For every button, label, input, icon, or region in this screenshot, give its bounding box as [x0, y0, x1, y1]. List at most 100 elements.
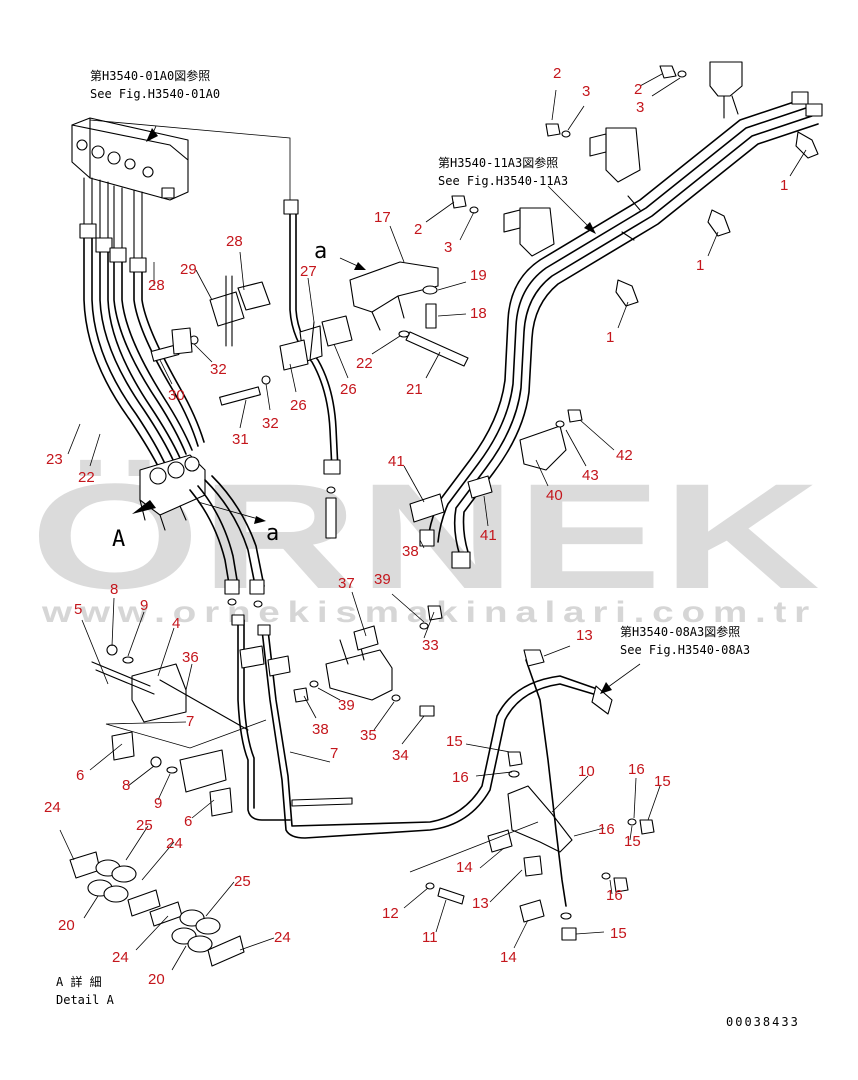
callout-numbers: 2 3 2 3 1 1 1 17 2 3 19 18 22 21 27 28 2…: [44, 65, 788, 988]
leader-lines: [59, 73, 807, 971]
callout: 15: [446, 733, 463, 750]
detail-a-clips: [69, 851, 245, 967]
callout: 15: [624, 833, 641, 850]
reference-2-jp: 第H3540-11A3図参照: [438, 155, 558, 170]
callout: 20: [148, 971, 165, 988]
callout: 32: [262, 415, 279, 432]
callout: 2: [553, 65, 561, 82]
watermark: ÖRNEK www.ornekismakinalari.com.tr: [30, 452, 820, 629]
callout: 8: [122, 777, 130, 794]
detail-label-en: Detail A: [56, 993, 115, 1007]
reference-1-jp: 第H3540-01A0図参照: [90, 68, 210, 83]
reference-2-en: See Fig.H3540-11A3: [438, 174, 568, 188]
callout: 3: [444, 239, 452, 256]
reference-3-en: See Fig.H3540-08A3: [620, 643, 750, 657]
callout: 24: [44, 799, 61, 816]
callout: 23: [46, 451, 63, 468]
reference-3-jp: 第H3540-08A3図参照: [620, 624, 740, 639]
view-label-arrow-a: A: [112, 527, 125, 552]
callout: 38: [402, 543, 419, 560]
detail-label-jp: A 詳 細: [56, 974, 102, 989]
callout: 34: [392, 747, 409, 764]
callout: 22: [78, 469, 95, 486]
callout: 2: [414, 221, 422, 238]
callout: 28: [148, 277, 165, 294]
callout: 26: [290, 397, 307, 414]
callout: 43: [582, 467, 599, 484]
callout: 25: [136, 817, 153, 834]
callout: 22: [356, 355, 373, 372]
callout: 26: [340, 381, 357, 398]
callout: 3: [582, 83, 590, 100]
reference-1-en: See Fig.H3540-01A0: [90, 87, 220, 101]
callout: 41: [388, 453, 405, 470]
callout: 13: [472, 895, 489, 912]
callout: 1: [606, 329, 614, 346]
callout: 21: [406, 381, 423, 398]
valve-block-top-left: [71, 117, 189, 201]
callout: 38: [312, 721, 329, 738]
callout: 14: [500, 949, 517, 966]
callout: 30: [168, 387, 185, 404]
drawing-number: 00038433: [726, 1015, 800, 1029]
callout: 32: [210, 361, 227, 378]
callout: 3: [636, 99, 644, 116]
callout: 4: [172, 615, 180, 632]
callout: 12: [382, 905, 399, 922]
callout: 16: [628, 761, 645, 778]
bracket-36-37: [239, 605, 443, 717]
hose-lower-left: [189, 475, 265, 608]
callout: 15: [610, 925, 627, 942]
callout: 15: [654, 773, 671, 790]
callout: 9: [140, 597, 148, 614]
callout: 6: [184, 813, 192, 830]
callout: 35: [360, 727, 377, 744]
callout: 24: [112, 949, 129, 966]
bracket-17: [349, 261, 469, 367]
callout: 7: [330, 745, 338, 762]
callout: 13: [576, 627, 593, 644]
callout: 33: [422, 637, 439, 654]
callout: 14: [456, 859, 473, 876]
callout: 39: [374, 571, 391, 588]
bracket-40: [409, 409, 583, 523]
callout: 29: [180, 261, 197, 278]
callout: 37: [338, 575, 355, 592]
callout: 42: [616, 447, 633, 464]
callout: 5: [74, 601, 82, 618]
brackets-lower-left: [91, 644, 249, 817]
steel-pipes-lower: [231, 614, 613, 839]
brackets-top-right: [451, 61, 743, 257]
callout: 16: [452, 769, 469, 786]
callout: 9: [154, 795, 162, 812]
bracket-10-right: [425, 649, 655, 941]
callout: 24: [274, 929, 291, 946]
callout: 25: [234, 873, 251, 890]
callout: 6: [76, 767, 84, 784]
view-labels: a a A A 詳 細 Detail A 00038433: [56, 239, 800, 1029]
callout: 20: [58, 917, 75, 934]
arrow-a-icon: [132, 500, 156, 514]
view-arrows: [132, 125, 641, 694]
clamp-cluster: [150, 275, 353, 406]
callout: 1: [696, 257, 704, 274]
reference-labels: 第H3540-01A0図参照 See Fig.H3540-01A0 第H3540…: [90, 68, 750, 657]
view-label-a-top: a: [314, 239, 327, 264]
callout: 16: [598, 821, 615, 838]
callout: 19: [470, 267, 487, 284]
callout: 17: [374, 209, 391, 226]
callout: 7: [186, 713, 194, 730]
callout: 36: [182, 649, 199, 666]
callout: 1: [780, 177, 788, 194]
callout: 31: [232, 431, 249, 448]
callout: 24: [166, 835, 183, 852]
callout: 10: [578, 763, 595, 780]
callout: 11: [422, 929, 438, 946]
callout: 2: [634, 81, 642, 98]
hose-bundle-left: [79, 177, 205, 471]
callout: 18: [470, 305, 487, 322]
callout: 16: [606, 887, 623, 904]
callout: 41: [480, 527, 497, 544]
